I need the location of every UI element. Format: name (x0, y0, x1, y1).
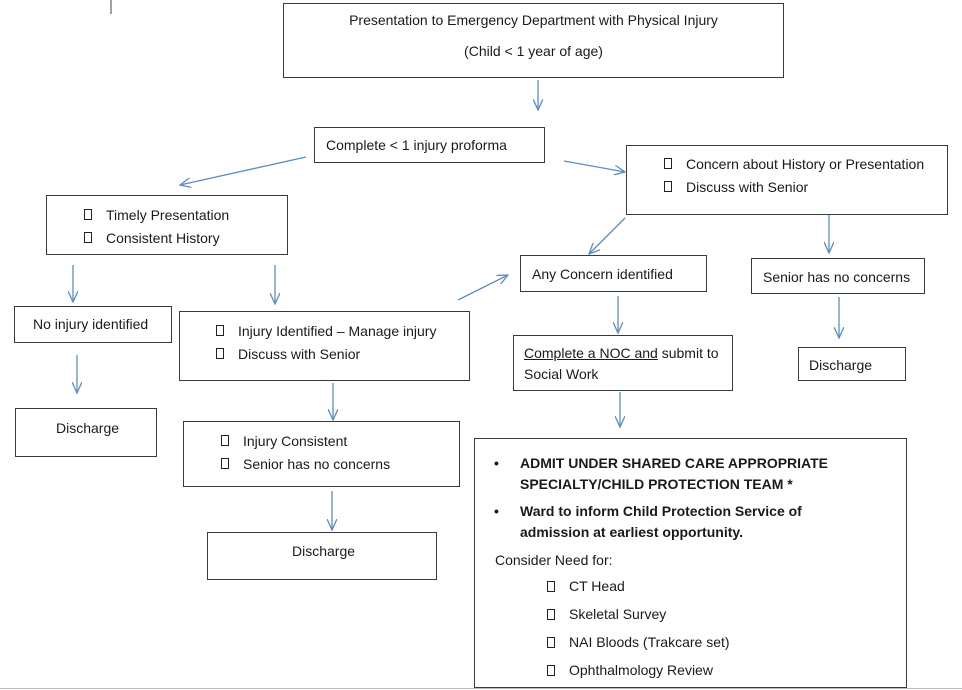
node-timely-presentation: Timely Presentation Consistent History (46, 195, 288, 255)
consider-item: CT Head (547, 572, 906, 600)
node-injury-consistent: Injury Consistent Senior has no concerns (183, 421, 460, 487)
concern-item: Discuss with Senior (664, 175, 947, 198)
node-concern-history: Concern about History or Presentation Di… (626, 145, 948, 215)
consider-item: Skeletal Survey (547, 600, 906, 628)
arrow-injury-to-anyconcern (457, 275, 508, 301)
concern-item-label: Concern about History or Presentation (686, 155, 925, 172)
consider-list: CT Head Skeletal Survey NAI Bloods (Trak… (547, 572, 906, 684)
node-noc: Complete a NOC and submit to Social Work (513, 335, 733, 391)
arrow-proforma-to-concern (563, 160, 625, 172)
injury-item: Injury Identified – Manage injury (216, 319, 469, 342)
bullet-icon: • (494, 455, 499, 471)
consistent-item-label: Senior has no concerns (243, 455, 391, 472)
noc-underlined: Complete a NOC and (524, 345, 658, 361)
consider-item-label: Skeletal Survey (569, 606, 667, 622)
node-injury-identified: Injury Identified – Manage injury Discus… (179, 311, 470, 381)
checkbox-icon (547, 608, 555, 620)
bottom-edge-line (0, 688, 962, 689)
admit-bullet: • ADMIT UNDER SHARED CARE APPROPRIATE SP… (494, 453, 906, 495)
node-discharge-left: Discharge (15, 408, 157, 457)
checkbox-icon (664, 158, 672, 169)
injury-item-label: Injury Identified – Manage injury (238, 322, 437, 339)
arrow-proforma-to-timely (180, 156, 307, 185)
consider-item: Ophthalmology Review (547, 656, 906, 684)
concern-item-label: Discuss with Senior (686, 178, 809, 195)
node-discharge-middle: Discharge (207, 532, 437, 580)
admit-bullet: • Ward to inform Child Protection Servic… (494, 501, 906, 543)
timely-item-label: Timely Presentation (106, 206, 230, 223)
proforma-label: Complete < 1 injury proforma (326, 137, 507, 153)
concern-item: Concern about History or Presentation (664, 152, 947, 175)
node-senior-no-concerns: Senior has no concerns (751, 258, 925, 294)
senior-no-concerns-label: Senior has no concerns (763, 269, 911, 285)
admit-bullet-text: ADMIT UNDER SHARED CARE APPROPRIATE SPEC… (520, 453, 828, 495)
timely-item: Consistent History (84, 226, 287, 249)
discharge-label: Discharge (809, 357, 873, 373)
node-admit: • ADMIT UNDER SHARED CARE APPROPRIATE SP… (474, 438, 907, 688)
timely-item: Timely Presentation (84, 203, 287, 226)
injury-item: Discuss with Senior (216, 342, 469, 365)
checkbox-icon (216, 348, 224, 359)
checkbox-icon (221, 435, 229, 446)
bullet-icon: • (494, 503, 499, 519)
admit-bullet-text: Ward to inform Child Protection Service … (520, 501, 802, 543)
checkbox-icon (547, 664, 555, 676)
discharge-label: Discharge (292, 543, 356, 559)
node-any-concern: Any Concern identified (520, 255, 707, 292)
admit-line: Ward to inform Child Protection Service … (520, 503, 802, 519)
consider-item-label: CT Head (569, 578, 625, 594)
checkbox-icon (547, 580, 555, 592)
arrow-concern-to-anyconcern (589, 217, 626, 254)
any-concern-label: Any Concern identified (532, 266, 673, 282)
no-injury-label: No injury identified (33, 316, 149, 332)
consider-label: Consider Need for: (495, 552, 613, 568)
node-no-injury: No injury identified (14, 306, 172, 343)
noc-line1: Complete a NOC and submit to (524, 343, 732, 364)
presentation-title: Presentation to Emergency Department wit… (349, 12, 718, 28)
consistent-item: Senior has no concerns (221, 452, 459, 475)
presentation-subtitle: (Child < 1 year of age) (464, 43, 603, 59)
checkbox-icon (216, 325, 224, 336)
checkbox-icon (221, 458, 229, 469)
consistent-item: Injury Consistent (221, 429, 459, 452)
noc-line2: Social Work (524, 366, 599, 382)
consider-item: NAI Bloods (Trakcare set) (547, 628, 906, 656)
checkbox-icon (84, 209, 92, 220)
node-discharge-right: Discharge (798, 347, 906, 381)
timely-item-label: Consistent History (106, 229, 220, 246)
node-presentation: Presentation to Emergency Department wit… (283, 3, 784, 78)
admit-line: ADMIT UNDER SHARED CARE APPROPRIATE (520, 455, 829, 471)
consistent-item-label: Injury Consistent (243, 432, 348, 449)
checkbox-icon (84, 232, 92, 243)
checkbox-icon (664, 181, 672, 192)
admit-line: SPECIALTY/CHILD PROTECTION TEAM * (520, 476, 793, 492)
consider-item-label: NAI Bloods (Trakcare set) (569, 634, 730, 650)
node-proforma: Complete < 1 injury proforma (314, 127, 545, 163)
checkbox-icon (547, 636, 555, 648)
admit-line: admission at earliest opportunity. (520, 524, 744, 540)
consider-item-label: Ophthalmology Review (569, 662, 713, 678)
injury-item-label: Discuss with Senior (238, 345, 361, 362)
noc-rest: submit to (657, 345, 719, 361)
discharge-label: Discharge (56, 420, 120, 436)
